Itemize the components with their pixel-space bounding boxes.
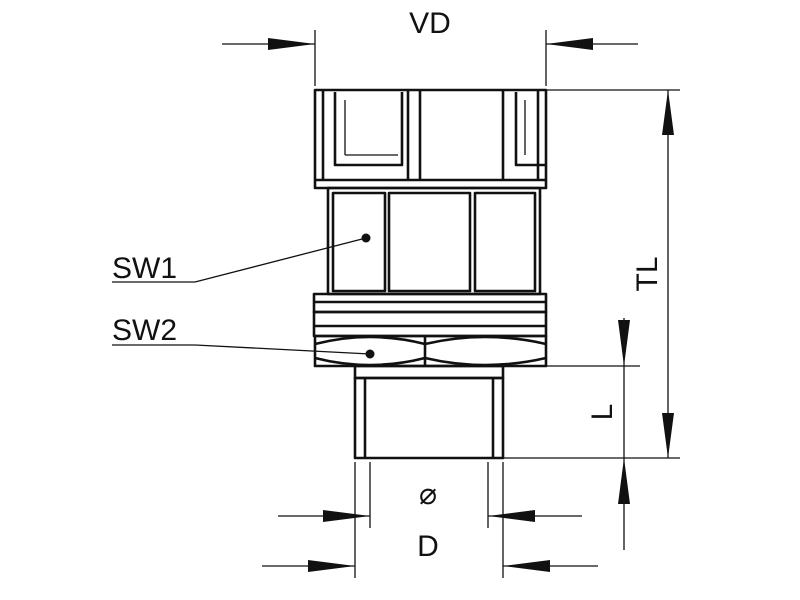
d-label: D [417, 530, 439, 563]
tl-arrow-bottom [662, 413, 674, 458]
tl-dimension: TL [503, 89, 680, 459]
d-dimension: D [262, 462, 598, 578]
diameter-arrow-left [323, 510, 370, 522]
l-arrow-bottom [618, 458, 630, 504]
diameter-dimension: ⌀ [278, 462, 582, 528]
diameter-arrow-right [488, 510, 535, 522]
tl-arrow-top [662, 90, 674, 135]
sw2-leader: SW2 [112, 314, 375, 359]
l-label: L [586, 404, 619, 421]
hex-sw2 [313, 334, 548, 368]
thread-stub [353, 364, 505, 460]
sw1-label: SW1 [112, 252, 177, 285]
diameter-label: ⌀ [419, 478, 437, 511]
tl-label: TL [631, 256, 664, 291]
sw2-label: SW2 [112, 314, 177, 347]
l-arrow-top [618, 320, 630, 366]
d-arrow-right [503, 560, 550, 572]
sw1-marker [361, 233, 371, 243]
vd-arrow-right [546, 38, 593, 50]
hex-sw1 [326, 186, 542, 296]
vd-dimension: VD [222, 7, 638, 86]
d-arrow-left [308, 560, 355, 572]
sw2-marker [365, 349, 375, 359]
l-dimension: L [546, 318, 640, 550]
vd-label: VD [409, 7, 451, 40]
fitting-body [312, 88, 548, 460]
vd-arrow-left [268, 38, 315, 50]
top-nut [313, 88, 548, 190]
collar [312, 292, 548, 338]
sw1-leader: SW1 [112, 233, 371, 285]
